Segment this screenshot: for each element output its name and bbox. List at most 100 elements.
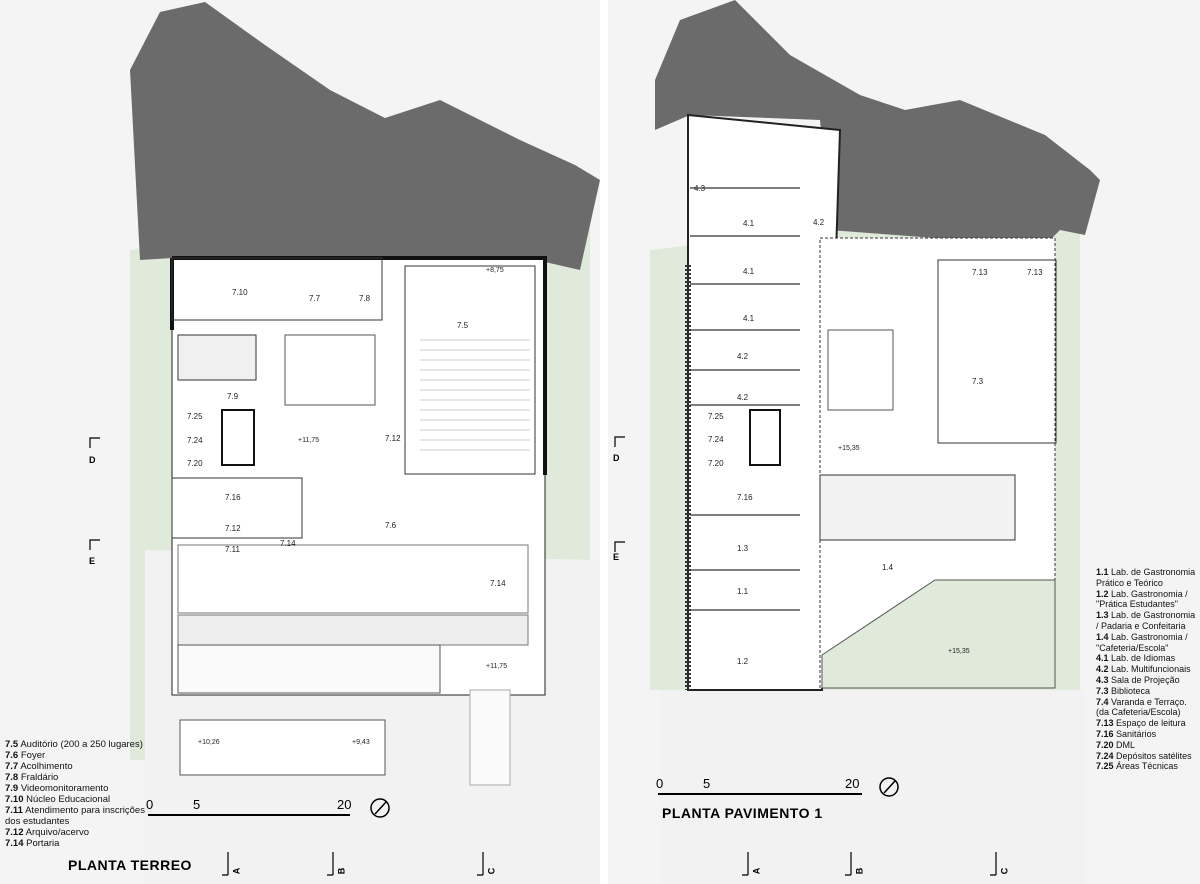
offices-block — [171, 257, 383, 321]
legend-text: Videomonitoramento — [20, 783, 109, 794]
legend-code: 7.3 — [1096, 685, 1109, 696]
legend-item: 7.6 Foyer — [5, 750, 145, 761]
legend-text: DML — [1116, 739, 1136, 750]
section-d-label: D — [613, 453, 620, 463]
first-floor-room-labels: 4.3 4.1 4.2 4.1 4.1 4.2 4.2 7.13 7.13 7.… — [694, 184, 1043, 666]
legend-text: Núcleo Educacional — [26, 794, 111, 805]
room-label: 7.3 — [972, 377, 984, 386]
legend-text: Auditório (200 a 250 lugares) — [20, 739, 143, 750]
room-label: 1.3 — [737, 544, 749, 553]
scale-label: 0 — [656, 776, 664, 791]
legend-text: Lab. de Idiomas — [1111, 653, 1176, 664]
legend-code: 1.2 — [1096, 588, 1109, 599]
legend-text: Depósitos satélites — [1116, 750, 1192, 761]
legend-item: 4.1 Lab. de Idiomas — [1096, 653, 1200, 664]
room-label: 7.12 — [385, 434, 401, 443]
first-floor-plan — [608, 0, 1200, 884]
legend-code: 4.3 — [1096, 674, 1109, 685]
legend-text: Lab. Gastronomia / "Prática Estudantes" — [1096, 588, 1188, 610]
room-label: 4.1 — [743, 219, 755, 228]
section-b-label: B — [336, 867, 347, 875]
legend-text: Lab. Multifuncionais — [1111, 664, 1191, 675]
legend-item: 7.8 Fraldário — [5, 772, 145, 783]
level-marker: +15,35 — [948, 648, 970, 655]
room-label: 7.13 — [1027, 268, 1043, 277]
legend-item: 7.25 Áreas Técnicas — [1096, 761, 1200, 772]
scale-label: 5 — [703, 776, 711, 791]
first-floor-title: PLANTA PAVIMENTO 1 — [662, 805, 823, 821]
room-label: 7.20 — [708, 459, 724, 468]
legend-item: 7.12 Arquivo/acervo — [5, 827, 145, 838]
legend-code: 7.4 — [1096, 696, 1109, 707]
room-label: 7.16 — [225, 493, 241, 502]
section-a-label: A — [751, 867, 762, 875]
legend-item: 7.13 Espaço de leitura — [1096, 718, 1200, 729]
legend-item: 1.1 Lab. de Gastronomia Prático e Teóric… — [1096, 567, 1200, 589]
legend-code: 1.1 — [1096, 567, 1109, 577]
section-b-label: B — [854, 867, 865, 875]
room-label: 7.24 — [187, 436, 203, 445]
legend-code: 7.11 — [5, 805, 23, 816]
legend-item: 7.10 Núcleo Educacional — [5, 794, 145, 805]
legend-text: Lab. de Gastronomia Prático e Teórico — [1096, 567, 1196, 588]
level-marker: +11,75 — [298, 437, 319, 444]
room-label: 7.12 — [225, 524, 241, 533]
ground-floor-room-labels: 7.10 7.7 7.8 7.5 7.9 7.25 7.24 7.20 7.12… — [187, 267, 507, 746]
legend-item: 7.16 Sanitários — [1096, 729, 1200, 740]
auditorium — [404, 265, 536, 475]
legend-code: 7.24 — [1096, 750, 1114, 761]
room-label: 7.9 — [227, 392, 239, 401]
level-marker: +10,26 — [198, 739, 220, 746]
legend-text: Arquivo/acervo — [25, 827, 89, 838]
ground-floor-title: PLANTA TERREO — [68, 857, 192, 873]
legend-text: Atendimento para inscrições dos estudant… — [5, 805, 145, 827]
legend-text: Portaria — [26, 838, 60, 849]
legend-item: 7.11 Atendimento para inscrições dos est… — [5, 805, 145, 827]
room-label: 7.11 — [225, 545, 241, 554]
legend-text: Sanitários — [1116, 728, 1157, 739]
legend-text: Lab. de Gastronomia / Padaria e Confeita… — [1096, 610, 1196, 631]
room-label: 7.5 — [457, 321, 469, 330]
room-label: 4.2 — [737, 352, 749, 361]
classroom-wing — [687, 113, 842, 691]
room-label: 4.2 — [813, 218, 825, 227]
legend-code: 4.2 — [1096, 664, 1109, 675]
legend-code: 7.13 — [1096, 718, 1114, 729]
room-label: 1.1 — [737, 587, 749, 596]
legend-text: Foyer — [20, 750, 46, 761]
room-label: 7.25 — [187, 412, 203, 421]
legend-code: 1.4 — [1096, 631, 1109, 642]
legend-code: 7.9 — [5, 783, 19, 794]
legend-item: 7.5 Auditório (200 a 250 lugares) — [5, 739, 145, 750]
legend-code: 7.25 — [1096, 761, 1114, 772]
legend-code: 7.6 — [5, 750, 19, 761]
ground-floor-plan — [0, 0, 600, 884]
legend-code: 7.16 — [1096, 728, 1114, 739]
legend-item: 7.14 Portaria — [5, 838, 145, 849]
room-label: 1.4 — [882, 563, 894, 572]
legend-code: 7.7 — [5, 761, 19, 772]
level-marker: +15,35 — [838, 445, 860, 452]
room-label: 4.1 — [743, 314, 755, 323]
legend-text: Biblioteca — [1111, 685, 1151, 696]
legend-text: Acolhimento — [20, 761, 73, 772]
legend-item: 7.20 DML — [1096, 740, 1200, 751]
legend-text: Fraldário — [20, 772, 59, 783]
legend-text: Espaço de leitura — [1116, 718, 1186, 729]
section-c-label: C — [486, 867, 497, 875]
legend-item: 7.24 Depósitos satélites — [1096, 751, 1200, 762]
level-marker: +9,43 — [352, 739, 370, 746]
legend-code: 1.3 — [1096, 610, 1109, 621]
room-label: 4.1 — [743, 267, 755, 276]
room-label: 7.16 — [737, 493, 753, 502]
room-label: 7.8 — [359, 294, 371, 303]
room-label: 4.3 — [694, 184, 706, 193]
room-label: 7.14 — [280, 539, 296, 548]
scale-label: 0 — [146, 797, 154, 812]
section-a-label: A — [231, 867, 242, 875]
terrace — [821, 579, 1056, 689]
scale-label: 5 — [193, 797, 201, 812]
legend-code: 7.10 — [5, 794, 24, 805]
